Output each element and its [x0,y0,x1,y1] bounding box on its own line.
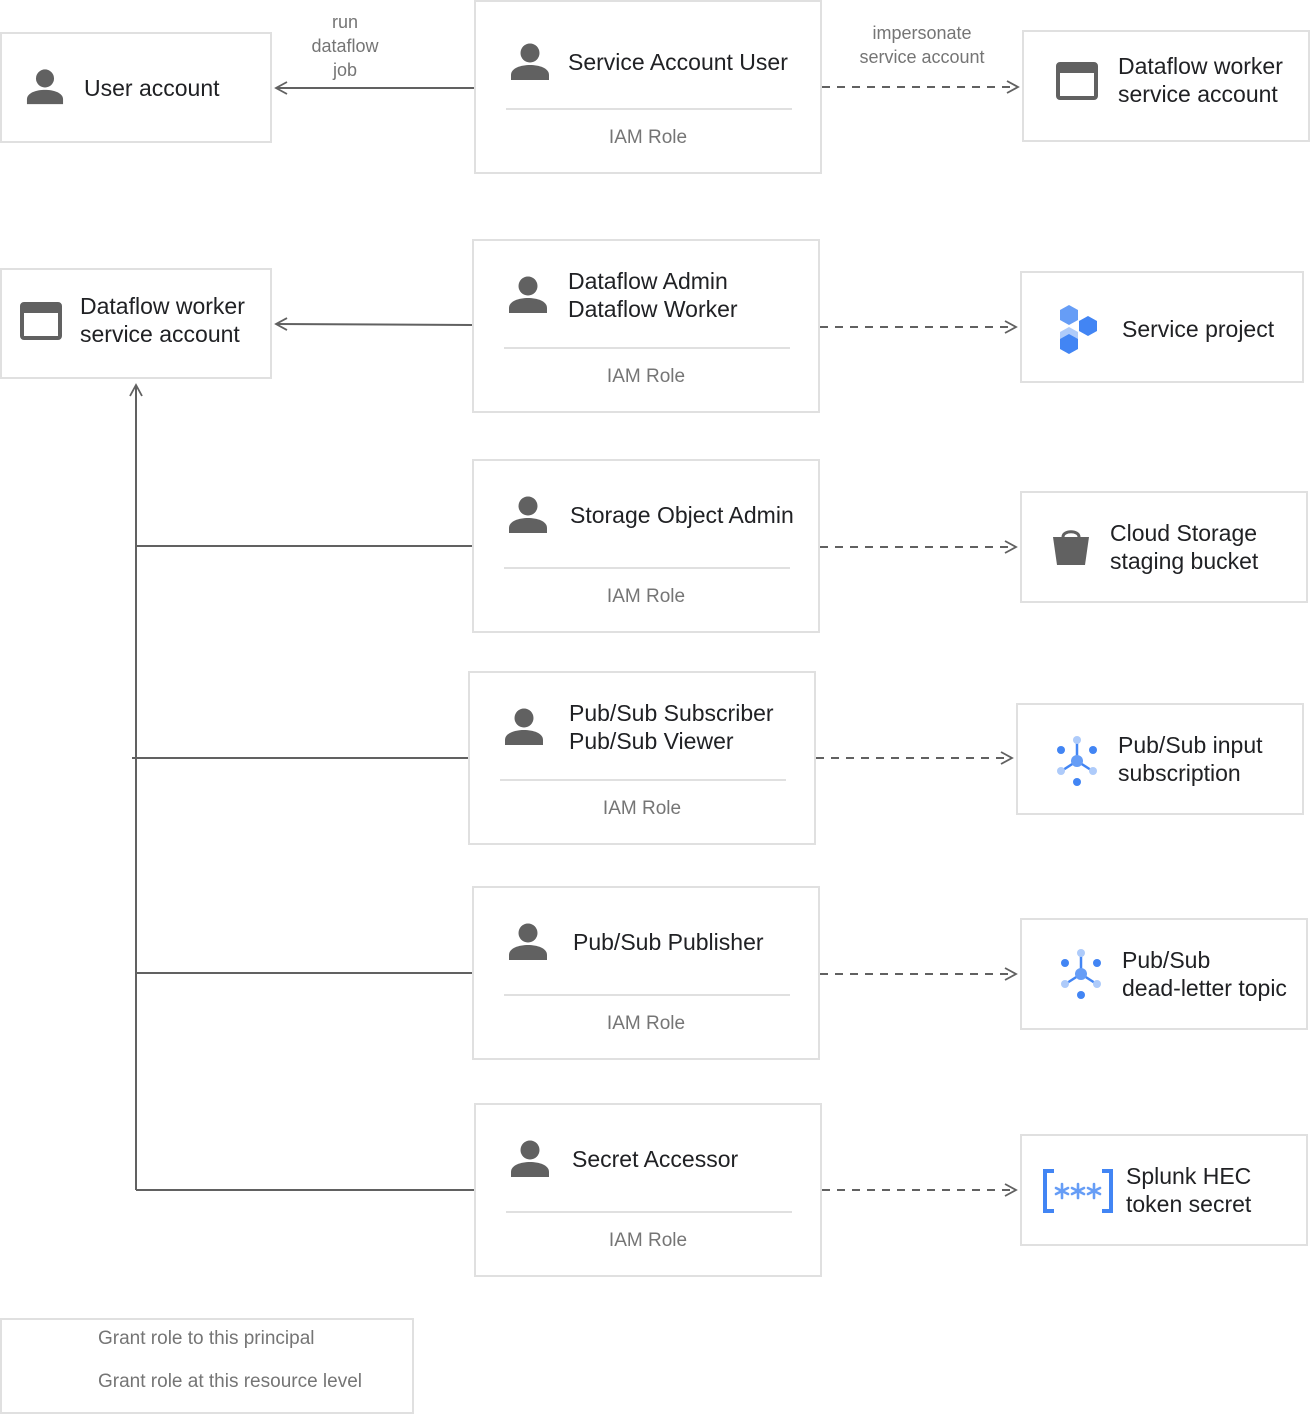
role-type-label: IAM Role [602,798,682,819]
role-title: Storage Object Admin [570,502,794,528]
resource-label: Pub/Sub input subscription [1118,732,1263,786]
worker-account-label: Dataflow worker service account [80,293,245,347]
person-icon [509,496,547,533]
pubsub-icon [1057,736,1097,786]
role-pubsub-publisher: Pub/Sub Publisher IAM Role [472,886,820,1060]
role-type-label: IAM Role [606,366,686,387]
role-title: Service Account User [568,49,788,75]
resource-staging-bucket: Cloud Storage staging bucket [1020,491,1308,603]
bucket-icon [1053,530,1089,565]
role-service-account-user: Service Account User IAM Role [474,0,822,174]
role-type-label: IAM Role [606,586,686,607]
person-icon [505,708,543,745]
resource-label: Pub/Sub dead-letter topic [1122,947,1287,1001]
solid-arrow-to-worker-account [274,317,473,331]
person-icon [511,1140,549,1177]
role-title: Dataflow Admin Dataflow Worker [568,268,738,322]
role-type-label: IAM Role [606,1013,686,1034]
resource-input-subscription: Pub/Sub input subscription [1016,703,1304,815]
role-dataflow-admin-worker: Dataflow Admin Dataflow Worker IAM Role [472,239,820,413]
person-icon [26,69,64,105]
resource-service-project: Service project [1020,271,1304,383]
resource-dead-letter-topic: Pub/Sub dead-letter topic [1020,918,1308,1030]
role-type-label: IAM Role [608,1230,688,1251]
person-icon [509,923,547,960]
edge-label-run-job: run dataflow job [311,12,379,80]
edge-label-impersonate: impersonate service account [859,23,985,67]
person-icon [509,276,547,313]
role-title: Pub/Sub Subscriber Pub/Sub Viewer [569,700,774,754]
window-icon [20,302,62,340]
resource-hec-token-secret: Splunk HEC token secret [1020,1134,1308,1246]
resource-label: Splunk HEC token secret [1126,1163,1252,1217]
role-secret-accessor: Secret Accessor IAM Role [474,1103,822,1277]
resource-label: Cloud Storage staging bucket [1110,520,1259,574]
dataflow-worker-service-account-target: Dataflow worker service account [1022,30,1310,142]
role-divider [504,347,790,349]
hexagons-icon [1060,305,1097,354]
role-title: Secret Accessor [572,1146,739,1172]
user-account-label: User account [84,75,220,101]
role-title: Pub/Sub Publisher [573,929,764,955]
role-type-label: IAM Role [608,127,688,148]
legend-solid-label: Grant role to this principal [98,1328,315,1349]
window-icon [1056,62,1098,100]
role-divider [504,567,790,569]
role-divider [506,108,792,110]
secret-icon [1043,1169,1113,1213]
person-icon [511,43,549,80]
role-divider [506,1211,792,1213]
role-divider [500,779,786,781]
legend-dashed-label: Grant role at this resource level [98,1371,363,1392]
dataflow-worker-service-account-node: Dataflow worker service account [0,268,272,379]
resource-label: Service project [1122,316,1275,342]
role-divider [504,994,790,996]
role-storage-object-admin: Storage Object Admin IAM Role [472,459,820,633]
legend [0,1318,414,1414]
role-pubsub-subscriber-viewer: Pub/Sub Subscriber Pub/Sub Viewer IAM Ro… [468,671,816,845]
worker-account-label: Dataflow worker service account [1118,53,1283,107]
pubsub-icon [1061,949,1101,999]
user-account-node: User account [0,32,272,143]
